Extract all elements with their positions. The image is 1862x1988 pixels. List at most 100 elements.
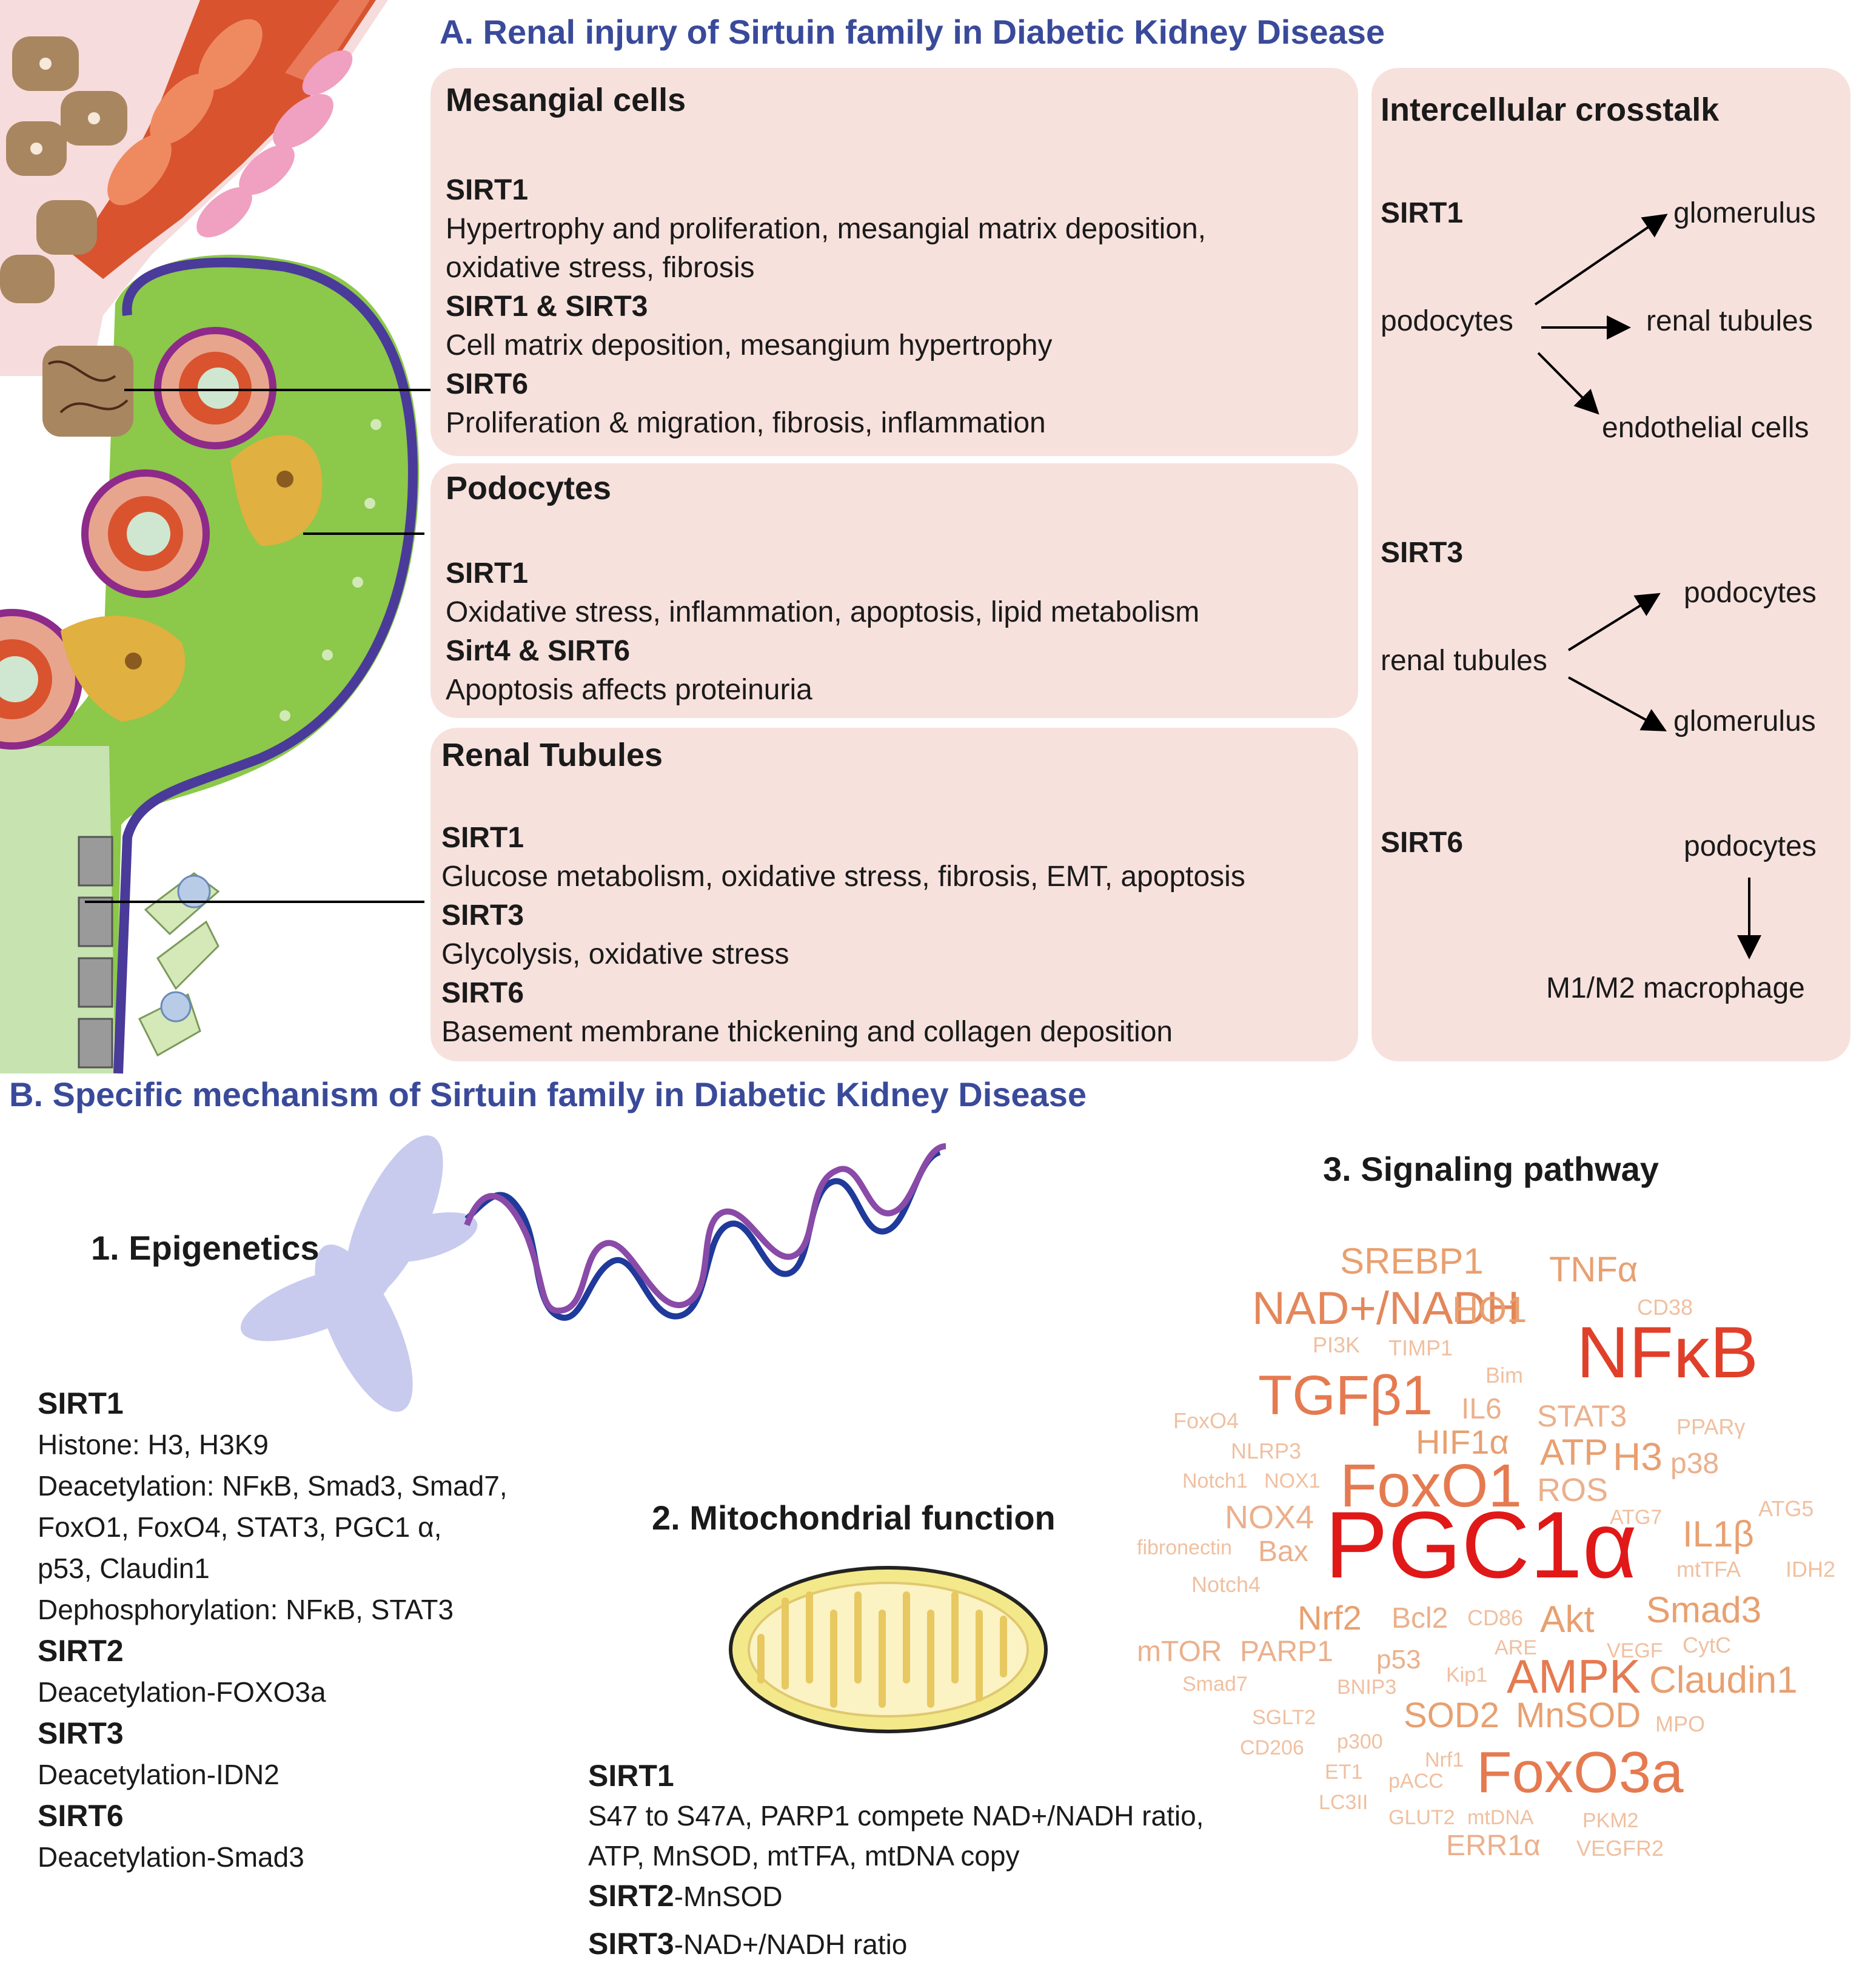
- signaling-word: NOX1: [1264, 1469, 1321, 1493]
- signaling-word: Smad7: [1182, 1673, 1248, 1696]
- signaling-word: TGFβ1: [1258, 1365, 1433, 1426]
- signaling-word: PGC1α: [1325, 1493, 1637, 1598]
- mesangial-line: Hypertrophy and proliferation, mesangial…: [446, 213, 1206, 245]
- signaling-word: PI3K: [1313, 1332, 1361, 1357]
- mitochondrion-icon: [729, 1566, 1048, 1733]
- mito-sirt3-target: -NAD+/NADH ratio: [674, 1929, 908, 1960]
- crosstalk-sirt6-label: SIRT6: [1381, 827, 1464, 859]
- signaling-word: FoxO3a: [1476, 1740, 1684, 1805]
- signaling-word: ERR1α: [1446, 1830, 1541, 1862]
- signaling-word: Nrf2: [1298, 1599, 1362, 1637]
- signaling-word: mtDNA: [1467, 1806, 1534, 1829]
- signaling-word: NOX4: [1225, 1499, 1314, 1536]
- signaling-word: NAD+/NADH: [1252, 1283, 1520, 1334]
- epigenetics-line: SIRT3: [38, 1716, 124, 1750]
- signaling-word: Akt: [1540, 1599, 1595, 1640]
- signaling-word: FoxO4: [1173, 1408, 1239, 1433]
- signaling-word: ATG5: [1758, 1496, 1814, 1521]
- signaling-word: ARE: [1495, 1636, 1537, 1659]
- tubules-lines: SIRT1 Glucose metabolism, oxidative stre…: [441, 819, 1245, 1052]
- podocytes-lines: SIRT1 Oxidative stress, inflammation, ap…: [446, 554, 1199, 710]
- tubules-box: Renal Tubules SIRT1 Glucose metabolism, …: [430, 728, 1358, 1061]
- mesangial-line: Proliferation & migration, fibrosis, inf…: [446, 407, 1046, 439]
- epigenetics-line: SIRT1: [38, 1386, 124, 1420]
- signaling-word: p38: [1670, 1448, 1720, 1480]
- mito-sirt1-line: ATP, MnSOD, mtTFA, mtDNA copy: [588, 1840, 1020, 1872]
- mito-sirt1-label: SIRT1: [588, 1759, 674, 1793]
- signaling-word: IL1β: [1683, 1514, 1754, 1554]
- signaling-word: Nrf1: [1425, 1748, 1464, 1771]
- crosstalk-arrows: [1534, 213, 1761, 959]
- mito-sirt3-label: SIRT3: [588, 1927, 674, 1961]
- tubules-line: Glycolysis, oxidative stress: [441, 938, 789, 970]
- podocytes-box: Podocytes SIRT1 Oxidative stress, inflam…: [430, 463, 1358, 718]
- signaling-word: BNIP3: [1337, 1676, 1397, 1699]
- podocytes-line: SIRT1: [446, 557, 529, 589]
- mesangial-box: Mesangial cells SIRT1 Hypertrophy and pr…: [430, 68, 1358, 456]
- mesangial-line: SIRT6: [446, 368, 529, 400]
- mesangial-line: SIRT1 & SIRT3: [446, 290, 648, 323]
- epigenetics-line: Deacetylation-Smad3: [38, 1841, 304, 1873]
- signaling-word: GLUT2: [1388, 1806, 1455, 1829]
- tubules-line: SIRT3: [441, 899, 524, 932]
- signaling-word: HIF1α: [1416, 1423, 1509, 1461]
- crosstalk-sirt6-target: M1/M2 macrophage: [1546, 972, 1805, 1004]
- crosstalk-box: Intercellular crosstalk SIRT1 podocytes …: [1371, 68, 1850, 1061]
- signaling-word: TNFα: [1549, 1250, 1638, 1289]
- signaling-word: CD206: [1240, 1736, 1304, 1759]
- tubules-line: SIRT6: [441, 977, 524, 1009]
- tubules-line: Glucose metabolism, oxidative stress, fi…: [441, 861, 1245, 893]
- signaling-word: ROS: [1537, 1472, 1609, 1508]
- epigenetics-line: FoxO1, FoxO4, STAT3, PGC1 α,: [38, 1511, 442, 1543]
- signaling-word: SOD2: [1404, 1696, 1499, 1735]
- signaling-word: Bax: [1258, 1536, 1308, 1568]
- signaling-word: IL6: [1461, 1393, 1502, 1425]
- signaling-word: VEGF: [1607, 1639, 1663, 1662]
- podocytes-line: Oxidative stress, inflammation, apoptosi…: [446, 596, 1200, 628]
- podocytes-line: Apoptosis affects proteinuria: [446, 674, 812, 706]
- tubules-title: Renal Tubules: [441, 737, 663, 773]
- signaling-word: LC3II: [1319, 1791, 1368, 1814]
- epigenetics-line: SIRT6: [38, 1799, 124, 1833]
- epigenetics-line: p53, Claudin1: [38, 1553, 210, 1584]
- signaling-word: SGLT2: [1252, 1706, 1316, 1729]
- signaling-word: SREBP1: [1340, 1241, 1484, 1281]
- signaling-title: 3. Signaling pathway: [1323, 1150, 1659, 1188]
- crosstalk-sirt3-target: glomerulus: [1673, 705, 1816, 737]
- crosstalk-title: Intercellular crosstalk: [1381, 92, 1720, 128]
- podocytes-line: Sirt4 & SIRT6: [446, 635, 631, 667]
- mitochondria-text: SIRT1 S47 to S47A, PARP1 compete NAD+/NA…: [588, 1756, 1204, 1972]
- mito-sirt3-row: SIRT3-NAD+/NADH ratio: [588, 1924, 1204, 1972]
- mito-sirt2-row: SIRT2-MnSOD: [588, 1876, 1204, 1924]
- signaling-word: STAT3: [1537, 1399, 1627, 1433]
- panel-a-heading: A. Renal injury of Sirtuin family in Dia…: [440, 13, 1385, 51]
- signaling-word: NLRP3: [1231, 1439, 1302, 1463]
- signaling-word: Smad3: [1646, 1590, 1762, 1630]
- signaling-word: ET1: [1325, 1761, 1363, 1784]
- epigenetics-line: Histone: H3, H3K9: [38, 1429, 269, 1460]
- crosstalk-sirt1-label: SIRT1: [1381, 197, 1464, 229]
- signaling-word: NFκB: [1576, 1312, 1758, 1393]
- signaling-word: IDH2: [1786, 1557, 1836, 1582]
- signaling-word: AMPK: [1507, 1650, 1641, 1703]
- epigenetics-line: Deacetylation: NFκB, Smad3, Smad7,: [38, 1470, 507, 1502]
- epigenetics-line: Dephosphorylation: NFκB, STAT3: [38, 1594, 454, 1625]
- mito-sirt2-label: SIRT2: [588, 1879, 674, 1913]
- signaling-word: ATG7: [1610, 1506, 1663, 1529]
- mesangial-line: SIRT1: [446, 174, 529, 206]
- signaling-word: CD86: [1467, 1605, 1524, 1630]
- mesangial-line: Cell matrix deposition, mesangium hypert…: [446, 329, 1053, 361]
- crosstalk-sirt3-label: SIRT3: [1381, 537, 1464, 569]
- signaling-word: FoxO1: [1340, 1452, 1522, 1520]
- signaling-word: CD38: [1637, 1295, 1693, 1320]
- signaling-word: pACC: [1388, 1770, 1444, 1793]
- crosstalk-sirt6-source: podocytes: [1684, 830, 1817, 862]
- signaling-word: mTOR: [1137, 1636, 1222, 1668]
- epigenetics-line: SIRT2: [38, 1634, 124, 1668]
- mito-sirt2-target: -MnSOD: [674, 1881, 783, 1912]
- chromosome-dna-icon: [240, 1135, 946, 1412]
- mesangial-line: oxidative stress, fibrosis: [446, 252, 755, 284]
- podocytes-title: Podocytes: [446, 470, 612, 506]
- panel-b-heading: B. Specific mechanism of Sirtuin family …: [9, 1075, 1087, 1113]
- crosstalk-sirt1-target: endothelial cells: [1602, 412, 1809, 444]
